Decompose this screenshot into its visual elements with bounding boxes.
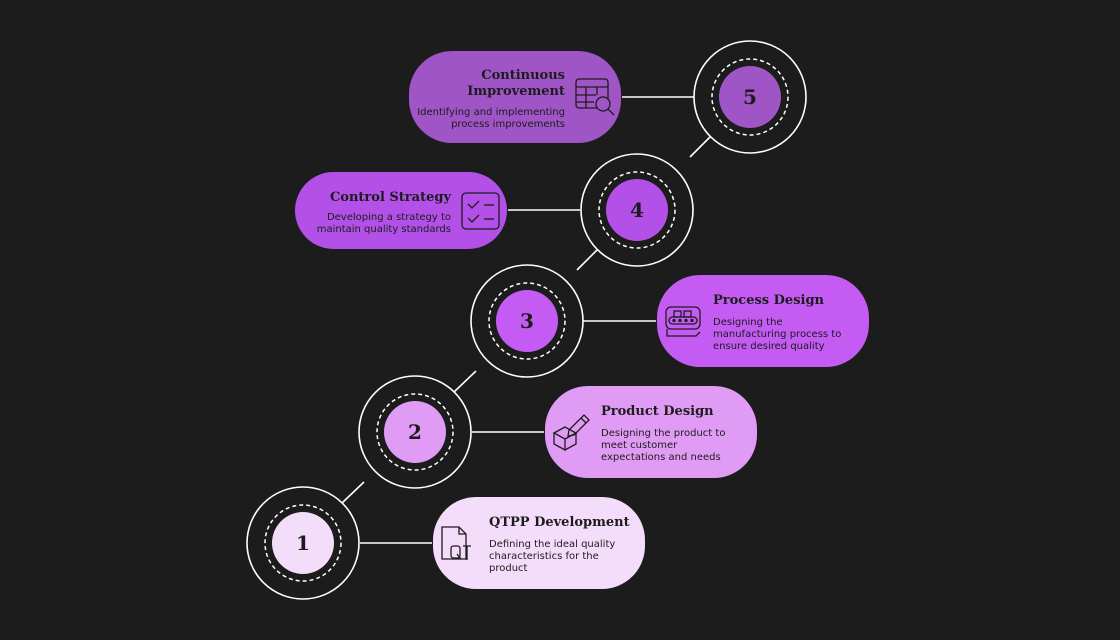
box-pencil-icon <box>551 413 591 453</box>
step-card-3: Process Design Designing the manufacturi… <box>656 274 870 368</box>
step-description-3: Designing the manufacturing process to e… <box>713 317 842 352</box>
step-card-2: Product Design Designing the product to … <box>544 385 758 479</box>
checklist-icon <box>461 191 501 231</box>
step-card-5: Continuous Improvement Identifying and i… <box>408 50 622 144</box>
step-ring-4 <box>580 153 694 267</box>
step-title-2: Product Design <box>601 404 714 419</box>
step-title-5: Continuous Improvement <box>467 68 565 99</box>
step-number-2: 2 <box>408 420 422 444</box>
step-circle-5 <box>719 66 781 128</box>
step-number-3: 3 <box>520 309 534 333</box>
step-ring-1 <box>246 486 360 600</box>
step-title-1: QTPP Development <box>489 515 630 530</box>
step-ring-2 <box>358 375 472 489</box>
step-circle-2 <box>384 401 446 463</box>
step-description-4: Developing a strategy to maintain qualit… <box>316 212 451 235</box>
step-ring-5 <box>693 40 807 154</box>
step-circle-4 <box>606 179 668 241</box>
conveyor-belt-icon <box>663 302 703 342</box>
connector-3-4 <box>576 248 599 271</box>
step-ring-3 <box>470 264 584 378</box>
step-number-1: 1 <box>296 531 310 555</box>
step-card-4: Control Strategy Developing a strategy t… <box>294 171 508 250</box>
step-description-1: Defining the ideal quality characteristi… <box>489 539 616 574</box>
step-title-4: Control Strategy <box>329 190 451 205</box>
connector-2-3 <box>453 370 477 393</box>
document-qt-icon <box>439 524 479 564</box>
step-number-4: 4 <box>630 198 644 222</box>
step-title-3: Process Design <box>713 293 824 308</box>
step-description-5: Identifying and implementing process imp… <box>417 107 565 130</box>
step-number-5: 5 <box>743 85 757 109</box>
step-description-2: Designing the product to meet customer e… <box>601 428 726 463</box>
connector-1-2 <box>341 481 365 504</box>
step-card-1: QTPP Development Defining the ideal qual… <box>432 496 646 590</box>
connector-4-5 <box>689 135 712 158</box>
table-search-icon <box>575 78 615 118</box>
step-circle-3 <box>496 290 558 352</box>
step-circle-1 <box>272 512 334 574</box>
